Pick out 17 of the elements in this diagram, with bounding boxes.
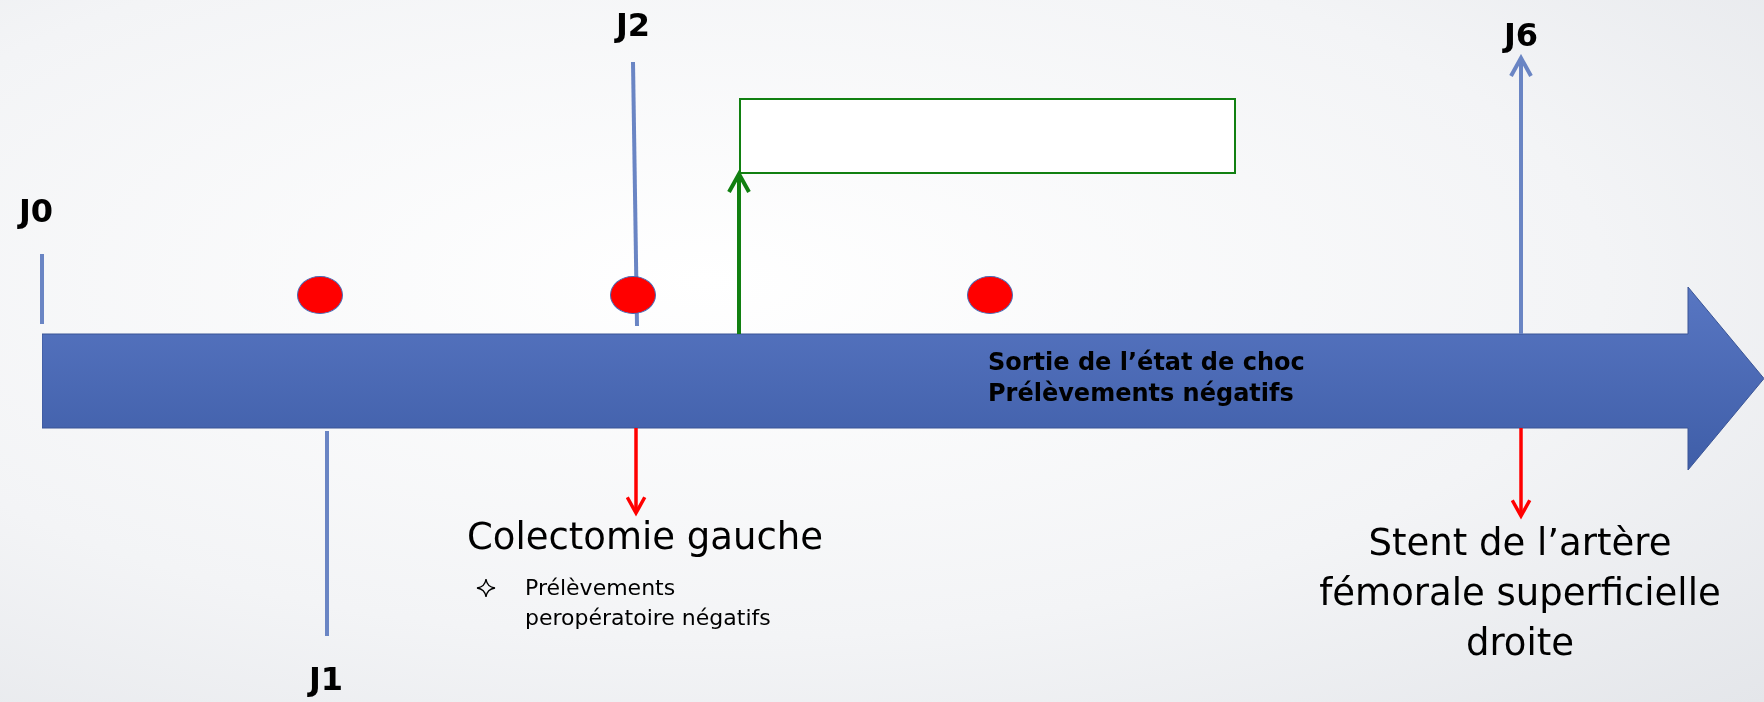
band-text: Sortie de l’état de choc [988,348,1305,376]
label-box [739,98,1236,174]
day-label: J1 [308,660,344,698]
day-label: J6 [1501,16,1540,54]
event-title: Colectomie gauche [467,515,824,558]
arrow [1509,56,1533,334]
event-dot [967,276,1013,314]
arrow [727,172,751,334]
arrow [1510,428,1532,518]
day-label: J2 [615,6,651,44]
event-dot [610,276,656,314]
event-title: Stent de l’artère fémorale superficielle droite [1318,520,1722,666]
bullet-text: Prélèvements peropératoire négatifs [525,574,772,632]
arrow [625,428,647,515]
band-text: Prélèvements négatifs [988,379,1294,407]
event-dot [297,276,343,314]
day-label: J0 [18,192,54,230]
